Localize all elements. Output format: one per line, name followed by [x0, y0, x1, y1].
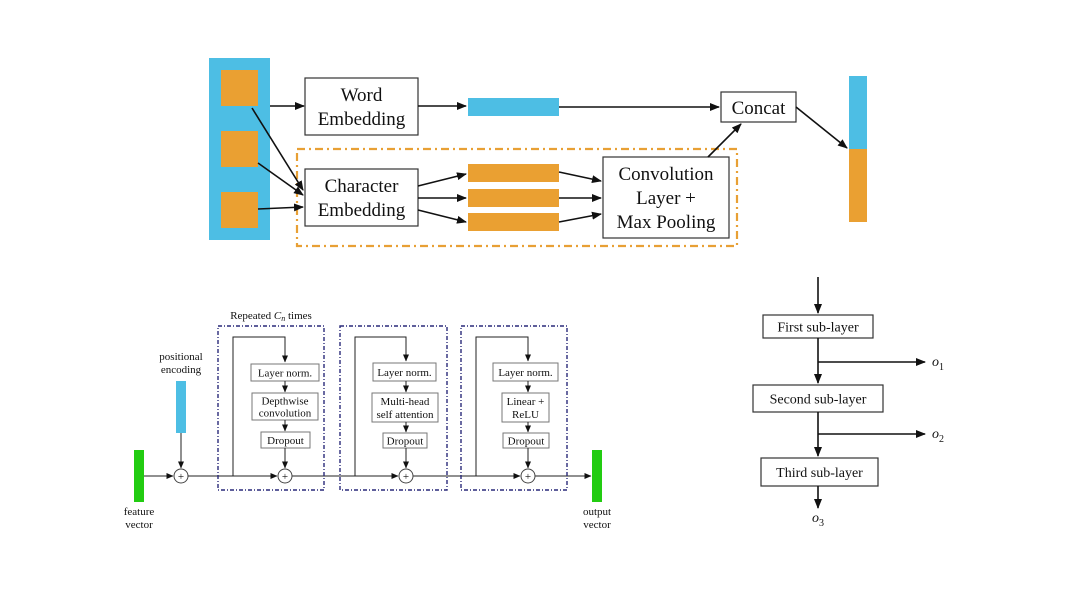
concat-output-char-part [849, 149, 867, 222]
encoder-sublayer-feedforward: Layer norm. Linear + ReLU Dropout + [460, 325, 568, 491]
third-sublayer-label: Third sub-layer [776, 466, 863, 481]
layer-norm-box-2 [372, 362, 437, 382]
word-embedding-line-2: Embedding [318, 109, 406, 130]
arrow-vec3-to-conv [558, 211, 602, 223]
feature-vector-line-1: feature [124, 506, 155, 518]
positional-encoding-line-2: encoding [161, 364, 202, 376]
output-vector-line-1: output [583, 506, 611, 518]
word-vector-bar [468, 98, 559, 116]
op-label-3-line-2: ReLU [512, 409, 539, 421]
word-embedding-line-1: Word [341, 85, 383, 106]
conv-line-2: Layer + [636, 188, 696, 209]
conv-line-3: Max Pooling [617, 212, 716, 233]
residual-add-circle-3 [520, 468, 536, 484]
feature-vector-line-2: vector [125, 519, 153, 531]
positional-encoding-line-1: positional [159, 351, 202, 363]
multi-head-attention-box [371, 392, 439, 423]
third-sublayer-box [760, 457, 879, 487]
arrow-conv-to-concat [707, 123, 742, 158]
encoder-block-diagram: Repeated Cn times positional encoding fe… [124, 310, 611, 531]
output-o1-label: o1 [932, 355, 944, 373]
char-vector-bar-1 [468, 164, 559, 182]
convolution-maxpool-box: Convolution Layer + Max Pooling [602, 156, 730, 239]
residual-path-3 [475, 336, 531, 476]
op-label-2-line-2: self attention [376, 409, 434, 421]
concat-box: Concat [720, 91, 797, 123]
dropout-box-3 [502, 432, 550, 449]
depthwise-conv-box [251, 392, 319, 421]
sublayer-2-border [339, 325, 448, 491]
char-vector-bar-3 [468, 213, 559, 231]
linear-relu-box [501, 392, 550, 423]
layer-norm-label-1: Layer norm. [258, 368, 313, 380]
arrow-vec1-to-conv [558, 171, 602, 184]
input-char-square-2 [221, 131, 258, 167]
op-label-2-line-1: Multi-head [381, 396, 430, 408]
layer-norm-label-3: Layer norm. [498, 367, 553, 379]
arrow-char3-to-char-embedding [257, 203, 304, 212]
second-sublayer-label: Second sub-layer [770, 393, 867, 408]
char-embedding-group-border [295, 147, 739, 248]
output-vector-line-2: vector [583, 519, 611, 531]
op-label-1-line-1: Depthwise [261, 396, 308, 408]
arrow-concat-to-output [795, 106, 848, 149]
output-vector-bar [592, 450, 602, 502]
char-embedding-line-1: Character [325, 176, 400, 197]
multi-output-stack-diagram: First sub-layer o1 Second sub-layer o2 T… [752, 277, 944, 529]
op-label-3-line-1: Linear + [507, 396, 545, 408]
op-label-1-line-2: convolution [259, 408, 312, 420]
feature-vector-bar [134, 450, 144, 502]
output-o2-label: o2 [932, 427, 944, 445]
input-char-square-1 [221, 70, 258, 106]
layer-norm-label-2: Layer norm. [377, 367, 432, 379]
dropout-box-2 [382, 432, 428, 449]
arrow-char-embedding-to-vec3 [417, 209, 467, 224]
residual-add-circle-2 [398, 468, 414, 484]
dropout-label-3: Dropout [508, 436, 545, 448]
concat-output-word-part [849, 76, 867, 149]
encoder-sublayer-attention: Layer norm. Multi-head self attention Dr… [339, 325, 448, 491]
output-o3-label: o3 [812, 511, 824, 529]
character-embedding-box: Character Embedding [304, 168, 419, 227]
arrow-char-embedding-to-vec1 [417, 172, 467, 187]
encoder-sublayer-conv: Layer norm. Depthwise convolution Dropou… [217, 325, 325, 491]
repeated-label: Repeated Cn times [230, 310, 312, 323]
arrow-char1-to-char-embedding [251, 107, 304, 191]
char-vector-bar-2 [468, 189, 559, 207]
dropout-label-2: Dropout [387, 436, 424, 448]
concat-label: Concat [732, 98, 787, 119]
char-embedding-line-2: Embedding [318, 200, 406, 221]
conv-line-1: Convolution [618, 164, 714, 185]
residual-path-1 [232, 336, 288, 476]
char-word-embedding-diagram: Word Embedding Character Embedding Convo… [209, 58, 867, 248]
residual-path-2 [354, 336, 409, 476]
positional-add-symbol: + [178, 471, 184, 483]
arrow-char2-to-char-embedding [257, 162, 304, 196]
first-sublayer-label: First sub-layer [777, 321, 859, 336]
positional-encoding-bar [176, 381, 186, 433]
second-sublayer-box [752, 384, 884, 413]
word-embedding-box: Word Embedding [304, 77, 419, 136]
residual-add-circle-1 [277, 468, 293, 484]
residual-add-symbol-3: + [525, 471, 531, 483]
residual-add-symbol-1: + [282, 471, 288, 483]
input-char-square-3 [221, 192, 258, 228]
layer-norm-box-3 [492, 362, 559, 382]
residual-add-symbol-2: + [403, 471, 409, 483]
dropout-label-1: Dropout [267, 435, 304, 447]
